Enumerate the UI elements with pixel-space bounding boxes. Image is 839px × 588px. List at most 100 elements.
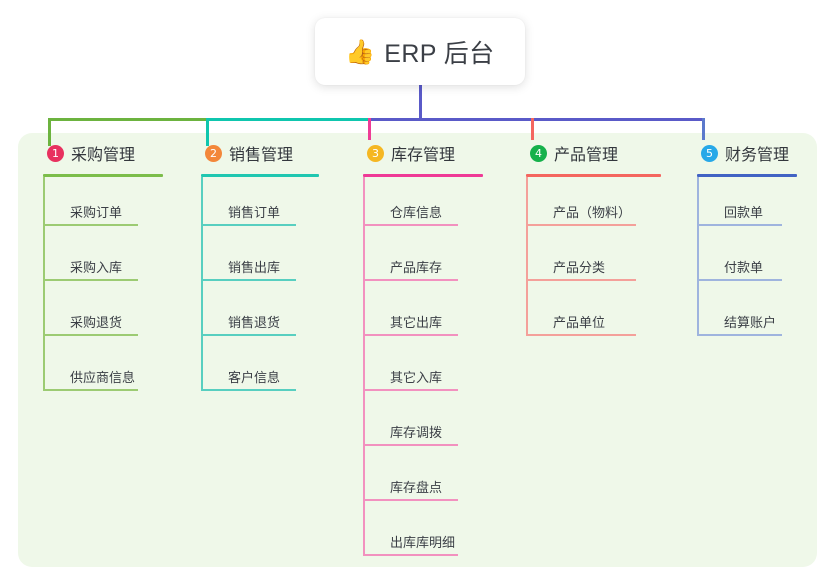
branch-number-badge: 5 — [701, 144, 718, 162]
branch-item-list: 销售订单销售出库销售退货客户信息 — [201, 177, 319, 397]
leaf-item[interactable]: 采购订单 — [43, 177, 163, 232]
branch-column-1: 1 采购管理采购订单采购入库采购退货供应商信息 — [43, 133, 163, 397]
leaf-item[interactable]: 产品分类 — [526, 232, 661, 287]
leaf-item-rule — [526, 224, 636, 226]
branch-header-5[interactable]: 5 财务管理 — [697, 133, 797, 173]
leaf-item-rule — [43, 389, 138, 391]
leaf-item[interactable]: 产品库存 — [363, 232, 483, 287]
leaf-item-rule — [201, 334, 296, 336]
bus-segment-1 — [48, 118, 209, 121]
leaf-item-rule — [363, 444, 458, 446]
branch-number-badge: 2 — [205, 144, 222, 162]
leaf-item-label: 产品库存 — [390, 260, 443, 275]
leaf-item[interactable]: 结算账户 — [697, 287, 797, 342]
branch-header-4[interactable]: 4 产品管理 — [526, 133, 661, 173]
branch-drop-connector-1 — [48, 118, 51, 146]
branch-title: 库存管理 — [391, 147, 456, 164]
leaf-item-rule — [201, 389, 296, 391]
leaf-item[interactable]: 采购退货 — [43, 287, 163, 342]
branch-spine — [697, 177, 699, 336]
leaf-item-rule — [363, 224, 458, 226]
leaf-item[interactable]: 产品（物料） — [526, 177, 661, 232]
leaf-item-label: 付款单 — [724, 260, 764, 275]
branch-spine — [526, 177, 528, 336]
leaf-item[interactable]: 付款单 — [697, 232, 797, 287]
branch-drop-connector-3 — [368, 118, 371, 140]
branch-header-1[interactable]: 1 采购管理 — [43, 133, 163, 173]
leaf-item[interactable]: 出库库明细 — [363, 507, 483, 562]
leaf-item-label: 回款单 — [724, 205, 764, 220]
leaf-item-label: 其它出库 — [390, 315, 443, 330]
leaf-item[interactable]: 客户信息 — [201, 342, 319, 397]
branch-header-rule — [526, 174, 661, 177]
leaf-item-rule — [43, 334, 138, 336]
branch-item-list: 回款单付款单结算账户 — [697, 177, 797, 342]
leaf-item-rule — [363, 554, 458, 556]
leaf-item-label: 出库库明细 — [390, 535, 456, 550]
leaf-item-label: 库存盘点 — [390, 480, 443, 495]
leaf-item-label: 产品（物料） — [553, 205, 632, 220]
leaf-item[interactable]: 销售订单 — [201, 177, 319, 232]
leaf-item[interactable]: 采购入库 — [43, 232, 163, 287]
branch-drop-connector-4 — [531, 118, 534, 140]
branch-title: 财务管理 — [725, 147, 790, 164]
branch-item-list: 产品（物料） 产品分类产品单位 — [526, 177, 661, 342]
leaf-item-rule — [697, 224, 782, 226]
leaf-item-label: 客户信息 — [228, 370, 281, 385]
branch-number-badge: 3 — [367, 144, 384, 162]
branch-column-4: 4 产品管理产品（物料） 产品分类产品单位 — [526, 133, 661, 342]
leaf-item[interactable]: 销售退货 — [201, 287, 319, 342]
leaf-item-rule — [697, 334, 782, 336]
leaf-item-rule — [201, 224, 296, 226]
branch-spine — [43, 177, 45, 391]
branch-spine — [201, 177, 203, 391]
branch-header-rule — [697, 174, 797, 177]
leaf-item[interactable]: 回款单 — [697, 177, 797, 232]
leaf-item[interactable]: 其它出库 — [363, 287, 483, 342]
leaf-item-rule — [201, 279, 296, 281]
leaf-item-label: 其它入库 — [390, 370, 443, 385]
leaf-item-rule — [43, 279, 138, 281]
branch-title: 采购管理 — [71, 147, 136, 164]
leaf-item[interactable]: 其它入库 — [363, 342, 483, 397]
branch-title: 产品管理 — [554, 147, 619, 164]
leaf-item-label: 销售退货 — [228, 315, 281, 330]
leaf-item-label: 库存调拨 — [390, 425, 443, 440]
leaf-item-label: 采购退货 — [70, 315, 123, 330]
root-trunk-connector — [419, 85, 422, 121]
leaf-item-label: 产品单位 — [553, 315, 606, 330]
branch-header-rule — [43, 174, 163, 177]
diagram-panel — [18, 133, 817, 567]
branch-number-badge: 1 — [47, 144, 64, 162]
leaf-item-rule — [526, 279, 636, 281]
branch-number-badge: 4 — [530, 144, 547, 162]
leaf-item-rule — [697, 279, 782, 281]
leaf-item[interactable]: 库存盘点 — [363, 452, 483, 507]
leaf-item-label: 采购订单 — [70, 205, 123, 220]
leaf-item[interactable]: 供应商信息 — [43, 342, 163, 397]
leaf-item-rule — [363, 499, 458, 501]
leaf-item[interactable]: 产品单位 — [526, 287, 661, 342]
branch-header-rule — [363, 174, 483, 177]
leaf-item-rule — [363, 279, 458, 281]
leaf-item[interactable]: 仓库信息 — [363, 177, 483, 232]
leaf-item-label: 供应商信息 — [70, 370, 136, 385]
branch-header-3[interactable]: 3 库存管理 — [363, 133, 483, 173]
branch-drop-connector-5 — [702, 118, 705, 140]
leaf-item[interactable]: 库存调拨 — [363, 397, 483, 452]
leaf-item-label: 销售订单 — [228, 205, 281, 220]
branch-item-list: 采购订单采购入库采购退货供应商信息 — [43, 177, 163, 397]
branch-drop-connector-2 — [206, 118, 209, 146]
leaf-item-label: 采购入库 — [70, 260, 123, 275]
thumbs-up-icon: 👍 — [345, 38, 376, 66]
branch-header-rule — [201, 174, 319, 177]
leaf-item-rule — [363, 389, 458, 391]
leaf-item-rule — [363, 334, 458, 336]
leaf-item[interactable]: 销售出库 — [201, 232, 319, 287]
branch-item-list: 仓库信息产品库存其它出库其它入库库存调拨库存盘点出库库明细 — [363, 177, 483, 562]
root-node-card[interactable]: 👍 ERP 后台 — [315, 18, 525, 85]
bus-segment-3 — [368, 118, 705, 121]
